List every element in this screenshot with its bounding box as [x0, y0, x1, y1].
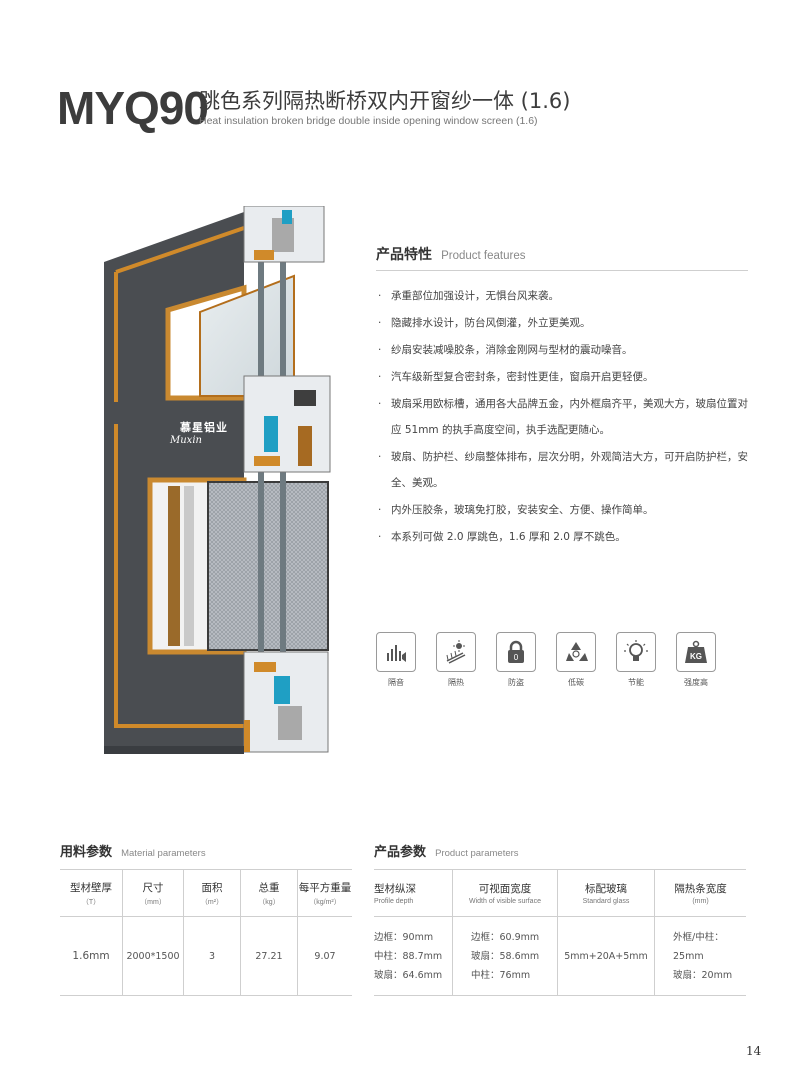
feature-list: ·承重部位加强设计，无惧台风来袭。 ·隐藏排水设计，防台风倒灌，外立更美观。 ·…	[376, 283, 748, 550]
icon-label: 强度高	[684, 678, 708, 687]
feature-item: ·纱扇安装减噪胶条，消除金刚网与型材的震动噪音。	[378, 344, 633, 356]
icon-label: 防盗	[508, 678, 524, 687]
icon-item-soundproof: 隔音	[376, 632, 416, 688]
col-header: 型材壁厚（T）	[60, 869, 123, 917]
col-header: 面积（m²）	[183, 869, 241, 917]
icon-item-low-carbon: 低碳	[556, 632, 596, 688]
cell-visible-width: 边框：60.9mm 玻扇：58.6mm 中柱：76mm	[452, 916, 558, 996]
feature-item: ·汽车级新型复合密封条，密封性更佳，窗扇开启更轻便。	[378, 371, 654, 383]
features-title-cn: 产品特性	[376, 247, 432, 263]
product-params-title-en: Product parameters	[435, 848, 519, 859]
model-number: MYQ90	[57, 82, 209, 134]
cell-weight-per-sqm: 9.07	[297, 916, 352, 996]
cell-total-weight: 27.21	[240, 916, 298, 996]
cell-standard-glass: 5mm+20A+5mm	[557, 916, 655, 996]
heat-insulation-icon	[436, 632, 476, 672]
material-params-heading: 用料参数 Material parameters	[60, 841, 206, 860]
icon-item-high-strength: KG 强度高	[676, 632, 716, 688]
icon-label: 隔音	[388, 678, 404, 687]
table-row: 1.6mm 2000*1500 3 27.21 9.07	[60, 916, 352, 996]
soundproof-icon	[376, 632, 416, 672]
anti-theft-icon: 0	[496, 632, 536, 672]
svg-text:0: 0	[514, 653, 519, 662]
icon-item-energy-saving: 节能	[616, 632, 656, 688]
cell-size: 2000*1500	[122, 916, 184, 996]
page-number: 14	[746, 1044, 762, 1058]
icon-label: 节能	[628, 678, 644, 687]
col-header: 尺寸（mm）	[122, 869, 184, 917]
brand-logo-text: 慕星铝业	[180, 421, 228, 434]
product-params-heading: 产品参数 Product parameters	[374, 841, 519, 860]
feature-item: ·玻扇采用欧标槽，通用各大品牌五金，内外框扇齐平，美观大方，玻扇位置对应 51m…	[378, 398, 748, 436]
feature-item: ·承重部位加强设计，无惧台风来袭。	[378, 290, 559, 302]
feature-item: ·本系列可做 2.0 厚跳色，1.6 厚和 2.0 厚不跳色。	[378, 531, 626, 543]
window-profile-drawing	[104, 206, 331, 754]
window-illustration: 慕星铝业 Muxin	[104, 206, 336, 762]
table-header-row: 型材壁厚（T） 尺寸（mm） 面积（m²） 总重（kg） 每平方重量（kg/m²…	[60, 869, 352, 917]
title-chinese: 跳色系列隔热断桥双内开窗纱一体 (1.6)	[199, 89, 571, 113]
col-header: 隔热条宽度(mm)	[654, 869, 746, 917]
title-english: Heat insulation broken bridge double ins…	[199, 115, 538, 127]
svg-text:KG: KG	[690, 652, 702, 661]
material-params-title-cn: 用料参数	[60, 845, 113, 860]
icon-label: 低碳	[568, 678, 584, 687]
cell-strip-width: 外框/中柱：25mm 玻扇：20mm	[654, 916, 746, 996]
product-params-title-cn: 产品参数	[374, 845, 427, 860]
icon-item-anti-theft: 0 防盗	[496, 632, 536, 688]
material-params-table: 型材壁厚（T） 尺寸（mm） 面积（m²） 总重（kg） 每平方重量（kg/m²…	[60, 869, 352, 996]
cell-profile-depth: 边框：90mm 中柱：88.7mm 玻扇：64.6mm	[374, 916, 453, 996]
feature-icons: 隔音 隔热 0 防盗	[376, 632, 716, 692]
feature-item: ·玻扇、防护栏、纱扇整体排布，层次分明，外观简洁大方，可开启防护栏，安全、美观。	[378, 451, 748, 489]
cell-wall-thickness: 1.6mm	[60, 916, 123, 996]
features-title-en: Product features	[441, 250, 526, 262]
table-row: 边框：90mm 中柱：88.7mm 玻扇：64.6mm 边框：60.9mm 玻扇…	[374, 916, 746, 996]
cell-area: 3	[183, 916, 241, 996]
col-header: 每平方重量（kg/m²）	[297, 869, 352, 917]
low-carbon-icon	[556, 632, 596, 672]
energy-saving-icon	[616, 632, 656, 672]
product-features: 产品特性 Product features ·承重部位加强设计，无惧台风来袭。 …	[376, 244, 748, 551]
col-header: 总重（kg）	[240, 869, 298, 917]
feature-item: ·隐藏排水设计，防台风倒灌，外立更美观。	[378, 317, 591, 329]
high-strength-icon: KG	[676, 632, 716, 672]
icon-item-heat-insulation: 隔热	[436, 632, 476, 688]
feature-item: ·内外压胶条，玻璃免打胶，安装安全、方便、操作简单。	[378, 504, 654, 516]
features-heading: 产品特性 Product features	[376, 244, 748, 271]
brand-logo-script: Muxin	[170, 435, 202, 446]
brand-logo: 慕星铝业 Muxin	[166, 419, 246, 459]
material-params-title-en: Material parameters	[121, 848, 206, 859]
icon-label: 隔热	[448, 678, 464, 687]
